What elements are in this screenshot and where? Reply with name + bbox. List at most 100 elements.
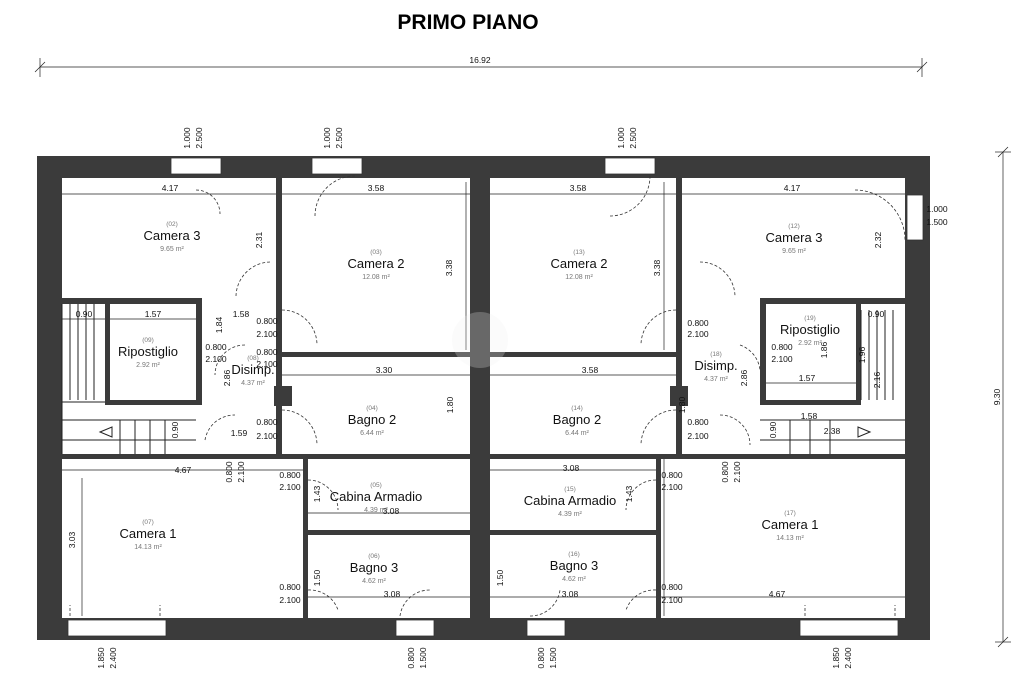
- dimension-label: 1.80: [677, 396, 687, 413]
- dimension-label: 2.100: [236, 461, 246, 483]
- dimension-label: 0.800: [661, 470, 683, 480]
- window-label-a: 1.850: [96, 647, 106, 669]
- dimension-labels: 4.17 3.58 3.58 4.17 2.31 3.38 3.38 2.32 0.90 1.57…: [67, 183, 885, 605]
- room-name-camera3-right: Camera 3: [765, 230, 822, 245]
- plan-title: PRIMO PIANO: [397, 11, 538, 34]
- room-area-bagno3-left: 4.62 m²: [362, 578, 386, 585]
- room-name-bagno2-left: Bagno 2: [348, 412, 396, 427]
- dimension-label: 3.38: [444, 259, 454, 276]
- overall-width-label: 16.92: [469, 55, 491, 65]
- dimension-label: 3.03: [67, 531, 77, 548]
- dimension-label: 0.800: [720, 461, 730, 483]
- dimension-label: 4.17: [784, 183, 801, 193]
- room-name-camera1-right: Camera 1: [761, 517, 818, 532]
- room-area-camera2-right: 12.08 m²: [565, 274, 593, 281]
- dimension-label: 4.17: [162, 183, 179, 193]
- dimension-label: 0.800: [224, 461, 234, 483]
- dimension-label: 2.100: [205, 354, 227, 364]
- dimension-label: 3.58: [368, 183, 385, 193]
- window-label-b: 2.400: [843, 647, 853, 669]
- room-name-bagno3-left: Bagno 3: [350, 560, 398, 575]
- dimension-label: 3.08: [562, 589, 579, 599]
- dimension-label: 3.08: [383, 506, 400, 516]
- dimension-label: 2.100: [256, 359, 278, 369]
- dimension-label: 2.100: [732, 461, 742, 483]
- room-name-bagno2-right: Bagno 2: [553, 412, 601, 427]
- room-number-cabina-left: (05): [370, 482, 382, 489]
- room-name-cabina-left: Cabina Armadio: [330, 489, 423, 504]
- dimension-label: 2.32: [873, 231, 883, 248]
- room-number-ripostiglio-right: (19): [804, 315, 816, 322]
- window-label-a: 0.800: [536, 647, 546, 669]
- watermark-shape: [452, 312, 508, 368]
- dimension-label: 2.100: [256, 329, 278, 339]
- dimension-label: 2.100: [661, 595, 683, 605]
- room-name-bagno3-right: Bagno 3: [550, 558, 598, 573]
- dimension-label: 1.50: [495, 569, 505, 586]
- dimension-label: 1.96: [857, 346, 867, 363]
- window-label-b: 2.500: [628, 127, 638, 149]
- dimension-label: 1.58: [801, 411, 818, 421]
- room-name-camera2-left: Camera 2: [347, 256, 404, 271]
- room-area-bagno2-right: 6.44 m²: [565, 430, 589, 437]
- dimension-label: 1.43: [624, 485, 634, 502]
- dimension-label: 0.800: [661, 582, 683, 592]
- window-label-a: 0.800: [406, 647, 416, 669]
- room-number-camera2-right: (13): [573, 249, 585, 256]
- dimension-label: 2.31: [254, 231, 264, 248]
- dimension-label: 0.90: [768, 421, 778, 438]
- dimension-label: 3.58: [570, 183, 587, 193]
- dimension-label: 2.86: [222, 369, 232, 386]
- exterior-walls: [37, 156, 930, 640]
- room-area-camera3-left: 9.65 m²: [160, 246, 184, 253]
- room-number-bagno3-left: (06): [368, 553, 380, 560]
- dimension-label: 3.08: [563, 463, 580, 473]
- room-area-cabina-left: 4.39 m²: [364, 507, 388, 514]
- dimension-label: 0.800: [256, 316, 278, 326]
- window-label-b: 1.500: [418, 647, 428, 669]
- window-label-a: 1.000: [616, 127, 626, 149]
- window-label-a: 1.000: [926, 204, 948, 214]
- room-area-cabina-right: 4.39 m²: [558, 511, 582, 518]
- room-number-camera3-left: (02): [166, 221, 178, 228]
- stairs-left: [61, 304, 196, 454]
- room-area-camera3-right: 9.65 m²: [782, 248, 806, 255]
- dimension-label: 0.90: [868, 309, 885, 319]
- room-name-cabina-right: Cabina Armadio: [524, 493, 617, 508]
- room-area-bagno2-left: 6.44 m²: [360, 430, 384, 437]
- dimension-label: 0.800: [279, 470, 301, 480]
- window-label-a: 1.850: [831, 647, 841, 669]
- dimension-label: 2.100: [279, 482, 301, 492]
- overall-height-dimension: 9.30: [992, 146, 1011, 648]
- room-number-disimp-right: (18): [710, 351, 722, 358]
- room-name-ripostiglio-right: Ripostiglio: [780, 322, 840, 337]
- window-label-b: 2.500: [334, 127, 344, 149]
- window-label-b: 2.400: [108, 647, 118, 669]
- dimension-label: 2.100: [687, 431, 709, 441]
- room-area-disimp-left: 4.37 m²: [241, 380, 265, 387]
- dimension-label: 1.58: [233, 309, 250, 319]
- room-number-disimp-left: (08): [247, 355, 259, 362]
- room-area-ripostiglio-right: 2.92 m²: [798, 340, 822, 347]
- dimension-label: 1.50: [312, 569, 322, 586]
- overall-width-dimension: 16.92: [34, 55, 928, 77]
- room-area-disimp-right: 4.37 m²: [704, 376, 728, 383]
- room-number-cabina-right: (15): [564, 486, 576, 493]
- dimension-label: 2.86: [739, 369, 749, 386]
- room-name-ripostiglio-left: Ripostiglio: [118, 344, 178, 359]
- dimension-label: 4.67: [175, 465, 192, 475]
- stairs-right: [760, 310, 905, 454]
- window-label-b: 1.500: [548, 647, 558, 669]
- room-number-bagno2-right: (14): [571, 405, 583, 412]
- dimension-label: 3.38: [652, 259, 662, 276]
- dimension-label: 1.84: [214, 316, 224, 333]
- dimension-lines: [62, 182, 905, 616]
- overall-height-label: 9.30: [992, 388, 1002, 405]
- dimension-label: 0.800: [771, 342, 793, 352]
- dimension-label: 0.800: [687, 318, 709, 328]
- dimension-label: 0.90: [76, 309, 93, 319]
- room-area-camera1-left: 14.13 m²: [134, 544, 162, 551]
- dimension-label: 1.57: [799, 373, 816, 383]
- window-label-b: 2.500: [194, 127, 204, 149]
